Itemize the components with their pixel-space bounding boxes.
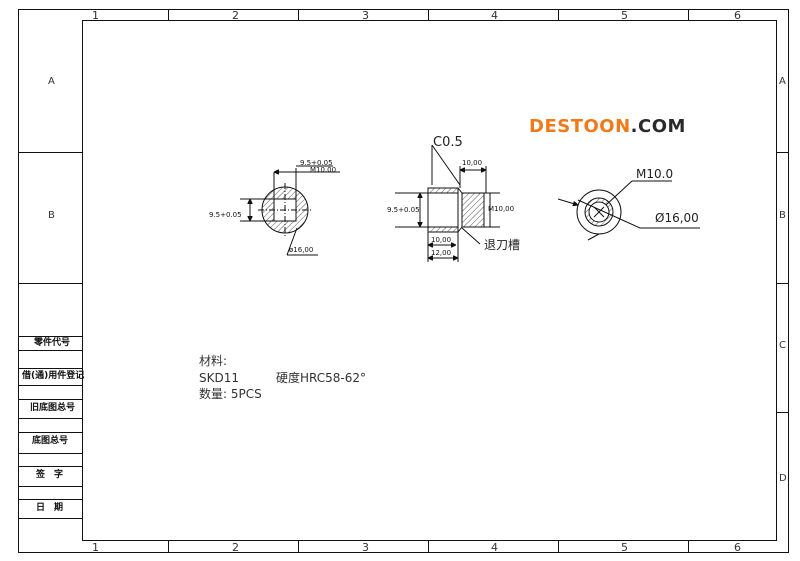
middle-dim-top: 10,00 <box>462 159 483 167</box>
grid-col-bottom-4: 4 <box>491 541 498 554</box>
right-diameter-label: Ø16,00 <box>655 211 699 225</box>
note-quantity: 数量: 5PCS <box>199 387 262 401</box>
title-block-old-drawing-no: 旧底图总号 <box>30 403 76 413</box>
grid-row-left-b: B <box>48 210 55 221</box>
grid-row-right-c: C <box>779 340 786 351</box>
watermark-logo: DESTOON.COM <box>529 116 686 137</box>
middle-dim-side: 9.5+0.05 <box>387 206 420 214</box>
left-dim-top2: M10.00 <box>310 166 337 174</box>
grid-col-bottom-5: 5 <box>621 541 628 554</box>
grid-col-top-6: 6 <box>734 9 741 22</box>
grid-col-top-3: 3 <box>362 9 369 22</box>
title-block-signature: 签 字 <box>36 470 64 480</box>
title-block-drawing-no: 底图总号 <box>32 436 69 446</box>
grid-row-right-b: B <box>779 210 786 221</box>
middle-dim-bottom2: 12,00 <box>431 249 452 257</box>
grid-row-right-a: A <box>779 76 786 87</box>
title-block-part-code: 零件代号 <box>34 338 71 348</box>
left-dim-top: 9.5+0.05 <box>300 159 333 167</box>
view-left-drawing <box>240 165 340 256</box>
grid-col-top-4: 4 <box>491 9 498 22</box>
title-block-borrowed-register: 借(通)用件登记 <box>22 371 85 381</box>
grid-row-left-a: A <box>48 76 55 87</box>
note-material-label: 材料: <box>199 354 228 368</box>
right-thread-label: M10.0 <box>636 167 674 181</box>
middle-chamfer: C0.5 <box>433 135 463 150</box>
note-material-value: SKD11 <box>199 371 239 385</box>
grid-col-top-2: 2 <box>232 9 239 22</box>
grid-row-right-d: D <box>779 473 787 484</box>
left-diameter: ø16,00 <box>289 246 314 254</box>
grid-col-bottom-3: 3 <box>362 541 369 554</box>
left-dim-side: 9.5+0.05 <box>209 211 242 219</box>
grid-col-bottom-2: 2 <box>232 541 239 554</box>
grid-col-bottom-6: 6 <box>734 541 741 554</box>
grid-col-top-1: 1 <box>92 9 99 22</box>
grid-col-top-5: 5 <box>621 9 628 22</box>
middle-dim-thread: M10,00 <box>488 205 515 213</box>
title-block-date: 日 期 <box>36 503 64 513</box>
view-middle-drawing <box>395 144 500 262</box>
view-right-drawing <box>557 180 700 241</box>
grid-col-bottom-1: 1 <box>92 541 99 554</box>
watermark-part2: .COM <box>630 116 686 137</box>
watermark-part1: DESTOON <box>529 116 631 137</box>
middle-groove-label: 退刀槽 <box>484 238 521 252</box>
note-hardness: 硬度HRC58-62° <box>276 371 367 385</box>
middle-dim-bottom1: 10,00 <box>431 236 452 244</box>
